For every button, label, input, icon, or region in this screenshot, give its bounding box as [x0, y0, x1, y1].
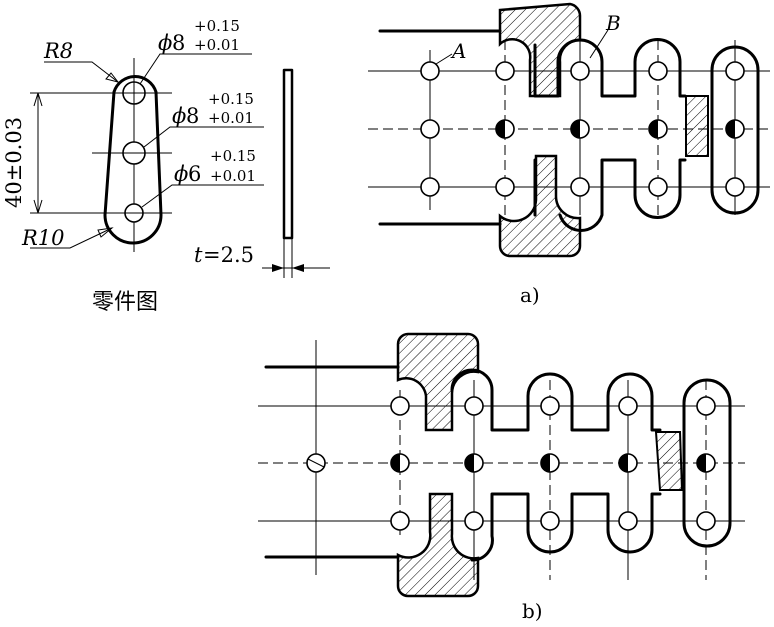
hole3-size: 6	[188, 162, 201, 186]
hole3-tol-lower: +0.01	[210, 167, 256, 185]
hole2-diameter-symbol: ϕ	[172, 104, 186, 128]
hole1-tol-upper: +0.15	[194, 17, 240, 35]
strip-b-last-part	[682, 378, 732, 548]
strip-layout-a: A B a)	[368, 2, 770, 307]
part-outline	[103, 75, 163, 245]
strip-a-pilots	[495, 119, 745, 139]
thickness-value: =2.5	[203, 243, 254, 267]
strip-b-punch-bottom	[396, 492, 480, 598]
strip-b-pilots	[390, 453, 716, 473]
strip-b-punch-top	[396, 332, 480, 432]
pitch-dimension-label: 40±0.03	[2, 117, 26, 208]
layout-a-caption: a)	[520, 283, 540, 307]
radius-r8-label: R8	[43, 39, 73, 63]
strip-b-cutoff-punch	[654, 431, 684, 491]
hole3-diameter-symbol: ϕ	[174, 162, 188, 186]
hole2-size: 8	[186, 104, 199, 128]
thickness-var: t	[194, 243, 203, 267]
hole1-size: 8	[172, 31, 185, 55]
strip-layout-b: b)	[258, 332, 745, 623]
label-B: B	[605, 11, 621, 35]
layout-b-caption: b)	[522, 599, 543, 623]
radius-r10-label: R10	[21, 226, 65, 250]
hole2-tol-upper: +0.15	[208, 90, 254, 108]
hole3-tol-upper: +0.15	[210, 147, 256, 165]
strip-a-cutoff-punch	[685, 95, 709, 157]
strip-a-punch-top	[498, 2, 582, 98]
part-drawing-caption: 零件图	[92, 290, 158, 315]
label-A: A	[450, 39, 466, 63]
strip-a-last-part	[710, 45, 760, 215]
part-side-view	[282, 68, 294, 240]
hole2-tol-lower: +0.01	[208, 109, 254, 127]
part-drawing: 40±0.03 R8 R10 ϕ 8 +0.15 +0.01 ϕ 8 +0.15…	[2, 17, 330, 315]
hole1-tol-lower: +0.01	[194, 36, 240, 54]
strip-a-punch-bottom	[498, 154, 582, 258]
hole1-diameter-symbol: ϕ	[158, 31, 172, 55]
